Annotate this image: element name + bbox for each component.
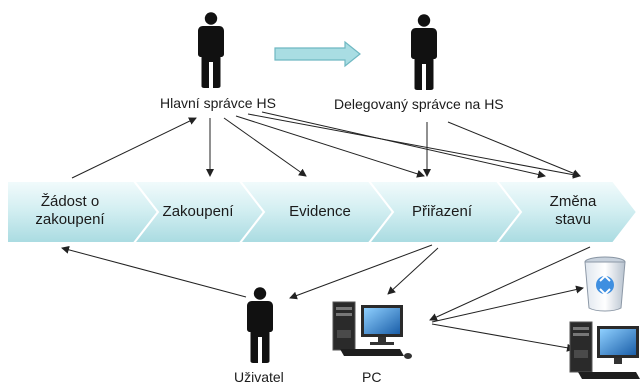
pc-label: PC bbox=[362, 369, 382, 385]
step-label: Evidence bbox=[289, 203, 351, 220]
person-icon bbox=[247, 287, 273, 363]
step-label: Přiřazení bbox=[411, 203, 473, 220]
delegated-admin-label: Delegovaný správce na HS bbox=[334, 96, 504, 112]
person-icon bbox=[411, 14, 437, 90]
delegation-arrow bbox=[274, 40, 361, 68]
computer-icon bbox=[569, 321, 640, 379]
person-icon bbox=[198, 12, 224, 88]
recycle-bin-icon bbox=[584, 256, 626, 312]
process-bar bbox=[6, 180, 639, 244]
step-label: Zakoupení bbox=[162, 203, 234, 220]
connector-lines bbox=[61, 111, 591, 352]
main-admin-label: Hlavní správce HS bbox=[160, 95, 276, 111]
user-label: Uživatel bbox=[234, 369, 284, 385]
computer-icon bbox=[332, 301, 412, 359]
process-step bbox=[494, 180, 639, 244]
